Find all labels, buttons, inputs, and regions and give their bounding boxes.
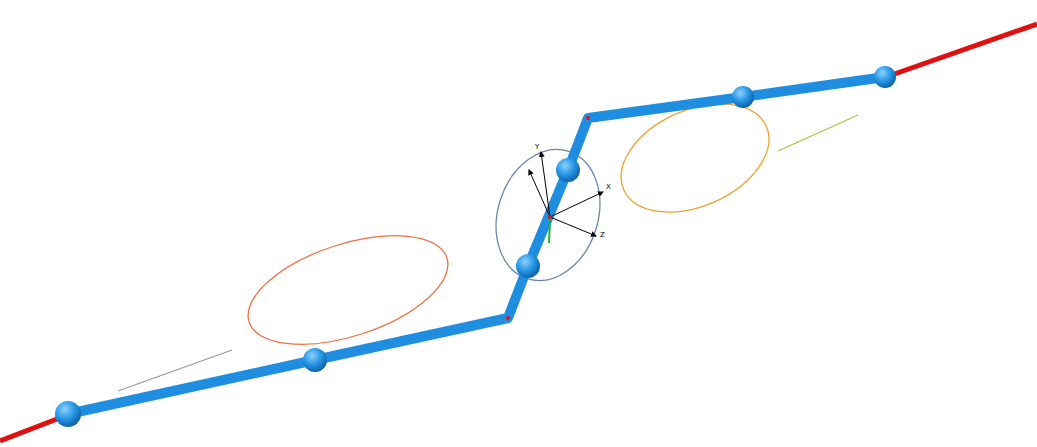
end-line bbox=[883, 24, 1037, 78]
axis-label: X bbox=[606, 184, 611, 191]
axis-label: Z bbox=[600, 232, 605, 239]
section-ellipse bbox=[235, 214, 461, 366]
pipe-tube bbox=[68, 77, 885, 414]
axis-label: Y bbox=[535, 144, 539, 151]
joint-spheres bbox=[55, 66, 896, 427]
axis-triad bbox=[529, 152, 603, 243]
guide-line bbox=[778, 115, 858, 151]
